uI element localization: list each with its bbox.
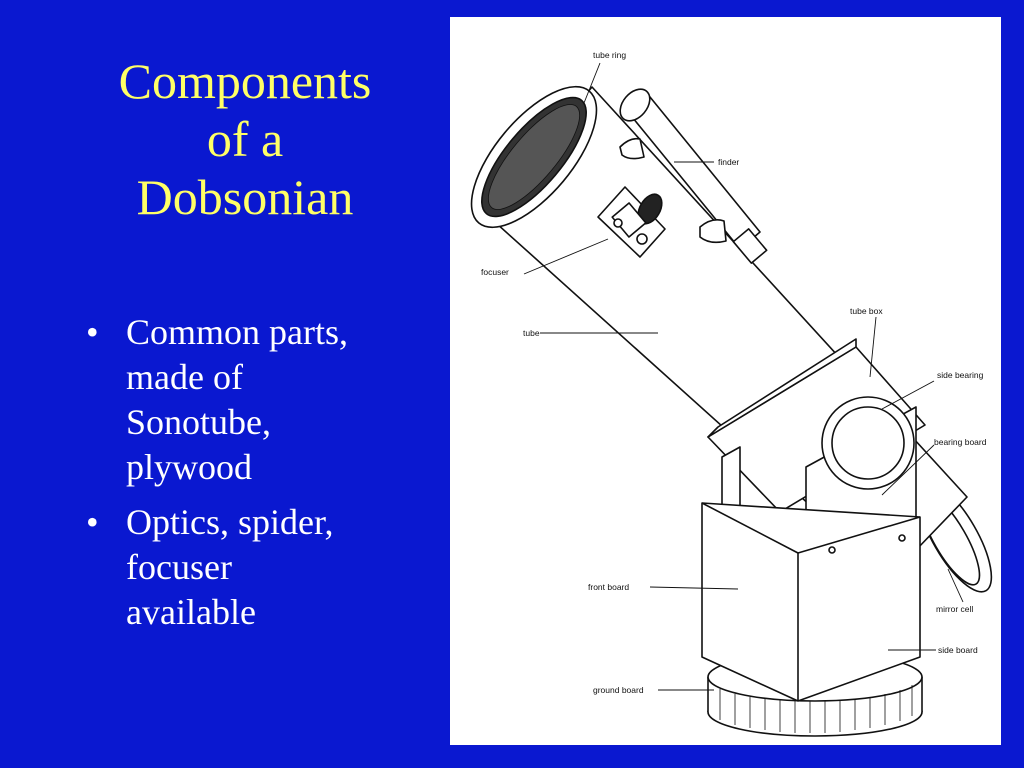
label-tube: tube (523, 328, 540, 338)
leader-lines (523, 62, 964, 691)
dobsonian-illustration: tube ring finder focuser tube tube box s… (470, 50, 993, 737)
slide-title-line: Dobsonian (136, 169, 354, 225)
side-bearing-shape (821, 396, 915, 490)
label-ground-board: ground board (593, 685, 644, 695)
label-finder: finder (718, 157, 739, 167)
slide-title-line: Components (118, 53, 372, 109)
dobsonian-diagram: tube ring finder focuser tube tube box s… (450, 17, 1001, 745)
label-mirror-cell: mirror cell (936, 604, 973, 614)
bullet-line: plywood (126, 447, 252, 487)
bullet-line: Common parts, (126, 312, 348, 352)
diagram-labels: tube ring finder focuser tube tube box s… (481, 50, 987, 695)
bullet-dot: • (86, 502, 99, 542)
label-side-board: side board (938, 645, 978, 655)
bullet-line: Optics, spider, (126, 502, 334, 542)
label-focuser: focuser (481, 267, 509, 277)
label-bearing-board: bearing board (934, 437, 987, 447)
bullet-line: available (126, 592, 256, 632)
label-tube-ring: tube ring (593, 50, 626, 60)
rocker-box-shape (701, 502, 921, 702)
bullet-dot: • (86, 312, 99, 352)
finder-shape (619, 88, 768, 264)
tube-box-shape (707, 338, 926, 513)
label-tube-box: tube box (850, 306, 883, 316)
bullet-item: • Optics, spider, focuser available (84, 500, 434, 635)
focuser-shape (597, 186, 666, 258)
slide-title-line: of a (206, 111, 284, 167)
bullet-line: Sonotube, (126, 402, 272, 442)
bullet-line: made of (126, 357, 243, 397)
label-side-bearing: side bearing (937, 370, 984, 380)
label-front-board: front board (588, 582, 629, 592)
bullet-item: • Common parts, made of Sonotube, plywoo… (84, 310, 434, 490)
bullet-list: • Common parts, made of Sonotube, plywoo… (84, 310, 434, 645)
bullet-line: focuser (126, 547, 232, 587)
slide-title: Components of a Dobsonian (60, 52, 430, 226)
